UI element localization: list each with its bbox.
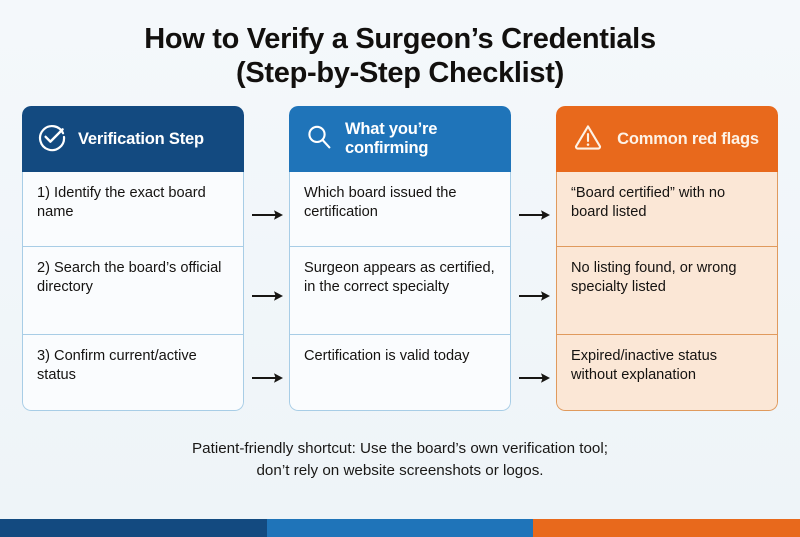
title-line-2: (Step-by-Step Checklist) [236, 57, 564, 90]
orange-segment [533, 519, 800, 537]
column-header-verification-step: Verification Step [22, 106, 244, 173]
footer-line-1: Patient-friendly shortcut: Use the board… [192, 440, 608, 458]
flow-arrow-icon [250, 252, 284, 340]
column-what-youre-confirming: What you’re confirming Which board issue… [289, 106, 511, 412]
navy-segment [0, 519, 267, 537]
check-circle-icon [37, 122, 67, 157]
column-header-what-youre-confirming: What you’re confirming [289, 106, 511, 173]
flow-arrow-icon [250, 178, 284, 252]
column-body-verification-step: 1) Identify the exact board name 2) Sear… [22, 172, 244, 412]
flow-arrow-icon [517, 178, 551, 252]
cell-confirm-2: Surgeon appears as certified, in the cor… [290, 246, 510, 334]
footer-line-2: don’t rely on website screenshots or log… [256, 462, 544, 480]
cell-redflag-1: “Board certified” with no board listed [571, 185, 726, 221]
blue-segment [266, 519, 534, 537]
flow-arrow-icon [517, 340, 551, 416]
column-common-red-flags: Common red flags “Board certified” with … [556, 106, 778, 412]
column-header-label: What you’re confirming [345, 120, 438, 158]
footer-note: Patient-friendly shortcut: Use the board… [0, 416, 800, 537]
cell-confirm-1: Which board issued the certification [304, 185, 457, 221]
cell-step-1: 1) Identify the exact board name [37, 185, 206, 221]
arrow-group-confirming-to-redflags [511, 106, 556, 416]
cell-redflag-3: Expired/inactive status without explanat… [557, 334, 777, 410]
column-header-label: Verification Step [78, 129, 204, 148]
cell-step-3: 3) Confirm current/active status [23, 334, 243, 410]
arrow-group-step-to-confirming [244, 106, 289, 416]
warning-triangle-icon [572, 122, 604, 157]
cell-redflag-2: No listing found, or wrong specialty lis… [557, 246, 777, 334]
column-header-common-red-flags: Common red flags [556, 106, 778, 173]
column-body-what-youre-confirming: Which board issued the certification Sur… [289, 172, 511, 412]
checklist-table: Verification Step 1) Identify the exact … [0, 100, 800, 416]
cell-step-2: 2) Search the board’s official directory [23, 246, 243, 334]
cell-confirm-3: Certification is valid today [290, 334, 510, 410]
page-title: How to Verify a Surgeon’s Credentials (S… [0, 0, 800, 100]
column-header-label: Common red flags [617, 129, 759, 148]
column-verification-step: Verification Step 1) Identify the exact … [22, 106, 244, 412]
search-icon [304, 122, 334, 157]
column-body-common-red-flags: “Board certified” with no board listed N… [556, 172, 778, 412]
title-line-1: How to Verify a Surgeon’s Credentials [144, 23, 656, 55]
flow-arrow-icon [250, 340, 284, 416]
flow-arrow-icon [517, 252, 551, 340]
bottom-color-bar [0, 519, 800, 537]
